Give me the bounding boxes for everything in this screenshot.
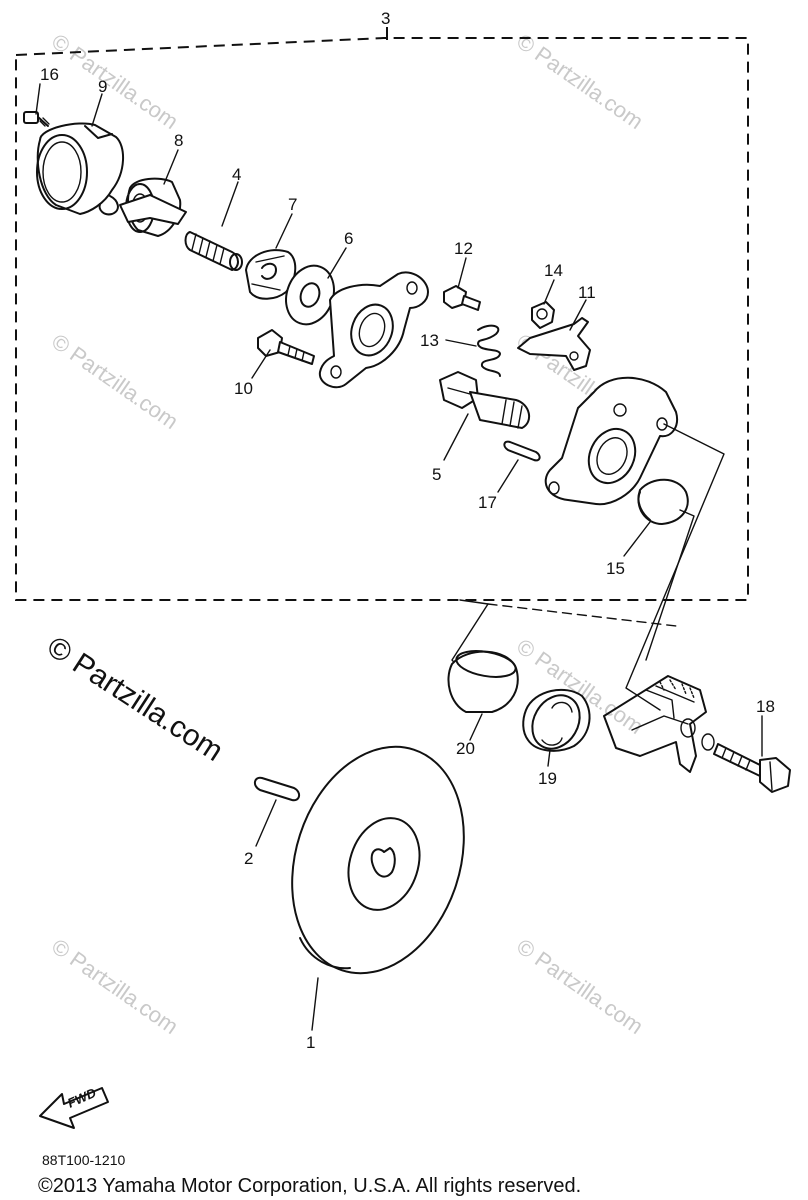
part-6-washer — [285, 264, 335, 326]
part-17-pin — [503, 440, 541, 462]
callouts: 1 2 4 5 6 7 8 9 10 11 12 13 14 15 16 17 … — [40, 65, 775, 1052]
callout-7: 7 — [288, 195, 297, 214]
callout-10: 10 — [234, 379, 253, 398]
callout-20: 20 — [456, 739, 475, 758]
fwd-arrow-icon: FWD — [39, 1085, 109, 1129]
part-16-screw — [23, 111, 50, 127]
part-20-cap — [447, 650, 519, 713]
part-19-cup — [522, 688, 591, 752]
callout-12: 12 — [454, 239, 473, 258]
watermark: © Partzilla.com — [47, 934, 183, 1040]
part-8-gear — [119, 177, 187, 237]
part-5-shaft — [439, 371, 531, 429]
part-4-worm-shaft — [184, 231, 243, 271]
callout-13: 13 — [420, 331, 439, 350]
part-7-plate — [245, 249, 297, 300]
callout-11: 11 — [578, 283, 596, 302]
callout-15: 15 — [606, 559, 625, 578]
assembly-boundary — [15, 37, 749, 601]
part-10-bolt — [257, 329, 315, 365]
watermark: © Partzilla.com — [512, 934, 648, 1040]
copyright-notice: ©2013 Yamaha Motor Corporation, U.S.A. A… — [38, 1175, 581, 1197]
part-9-cover — [36, 122, 124, 216]
callout-3: 3 — [381, 9, 390, 28]
callout-18: 18 — [756, 697, 775, 716]
leader-lines — [35, 83, 763, 1031]
watermark: © Partzilla.com — [512, 29, 648, 135]
part-13-spring — [477, 324, 501, 377]
callout-14: 14 — [544, 261, 563, 280]
watermark: © Partzilla.com — [47, 329, 183, 435]
part-15-cap — [637, 478, 689, 525]
callout-9: 9 — [98, 77, 107, 96]
fwd-label: FWD — [65, 1085, 99, 1111]
engine-case-fragment — [603, 675, 715, 773]
callout-6: 6 — [344, 229, 353, 248]
callout-2: 2 — [244, 849, 253, 868]
part-11-lever — [517, 317, 591, 371]
part-housing-right — [544, 376, 678, 506]
callout-8: 8 — [174, 131, 183, 150]
part-12-bolt — [443, 285, 481, 311]
watermark-large: © Partzilla.com — [41, 630, 229, 768]
connector-line — [645, 509, 695, 661]
callout-19: 19 — [538, 769, 557, 788]
callout-16: 16 — [40, 65, 59, 84]
part-2-key — [254, 776, 300, 802]
part-18-bolt — [713, 743, 791, 793]
callout-17: 17 — [478, 493, 497, 512]
part-14-collar — [531, 301, 555, 329]
watermark: © Partzilla.com — [47, 29, 183, 135]
callout-5: 5 — [432, 465, 441, 484]
callout-1: 1 — [306, 1033, 315, 1052]
drawing-code: 88T100-1210 — [42, 1152, 126, 1168]
connector-line — [487, 603, 677, 627]
callout-4: 4 — [232, 165, 241, 184]
part-1-pulley — [291, 745, 465, 975]
part-housing-center — [318, 271, 429, 389]
